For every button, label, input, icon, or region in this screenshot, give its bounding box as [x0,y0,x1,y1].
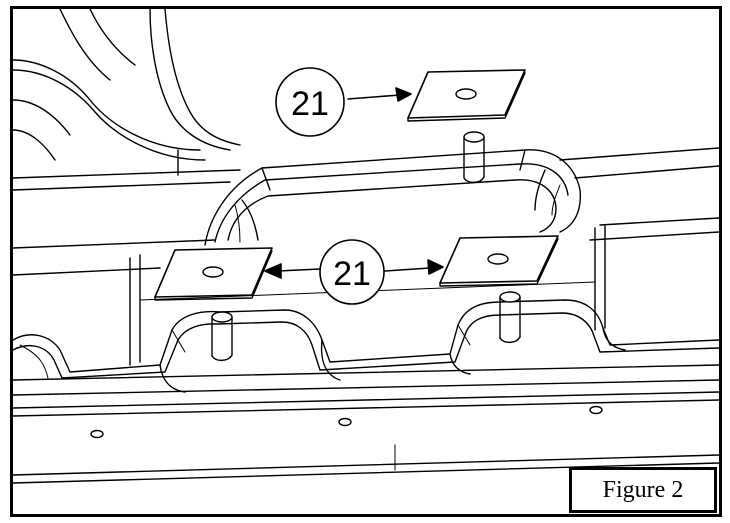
callout-label: 21 [333,255,371,293]
lower-bracket [13,299,719,396]
washer-plate [439,235,559,287]
callout-balloon [275,67,345,137]
leader-arrow [384,259,444,275]
flange-hole [338,417,352,427]
callout-balloon [319,239,385,305]
upper-rail [13,147,719,276]
callout-label: 21 [291,85,329,123]
stud [211,311,233,362]
upper-housing [13,9,241,176]
stud [499,291,521,344]
washer-plate [407,69,526,122]
leader-arrow [264,263,321,279]
washer-plate [154,247,273,301]
stud [463,131,485,184]
leader-arrow [347,87,412,102]
center-boss [204,149,582,246]
flange-hole [589,405,603,415]
flange-hole [90,429,104,439]
bottom-flange [13,391,719,484]
figure-caption: Figure 2 [569,467,717,513]
